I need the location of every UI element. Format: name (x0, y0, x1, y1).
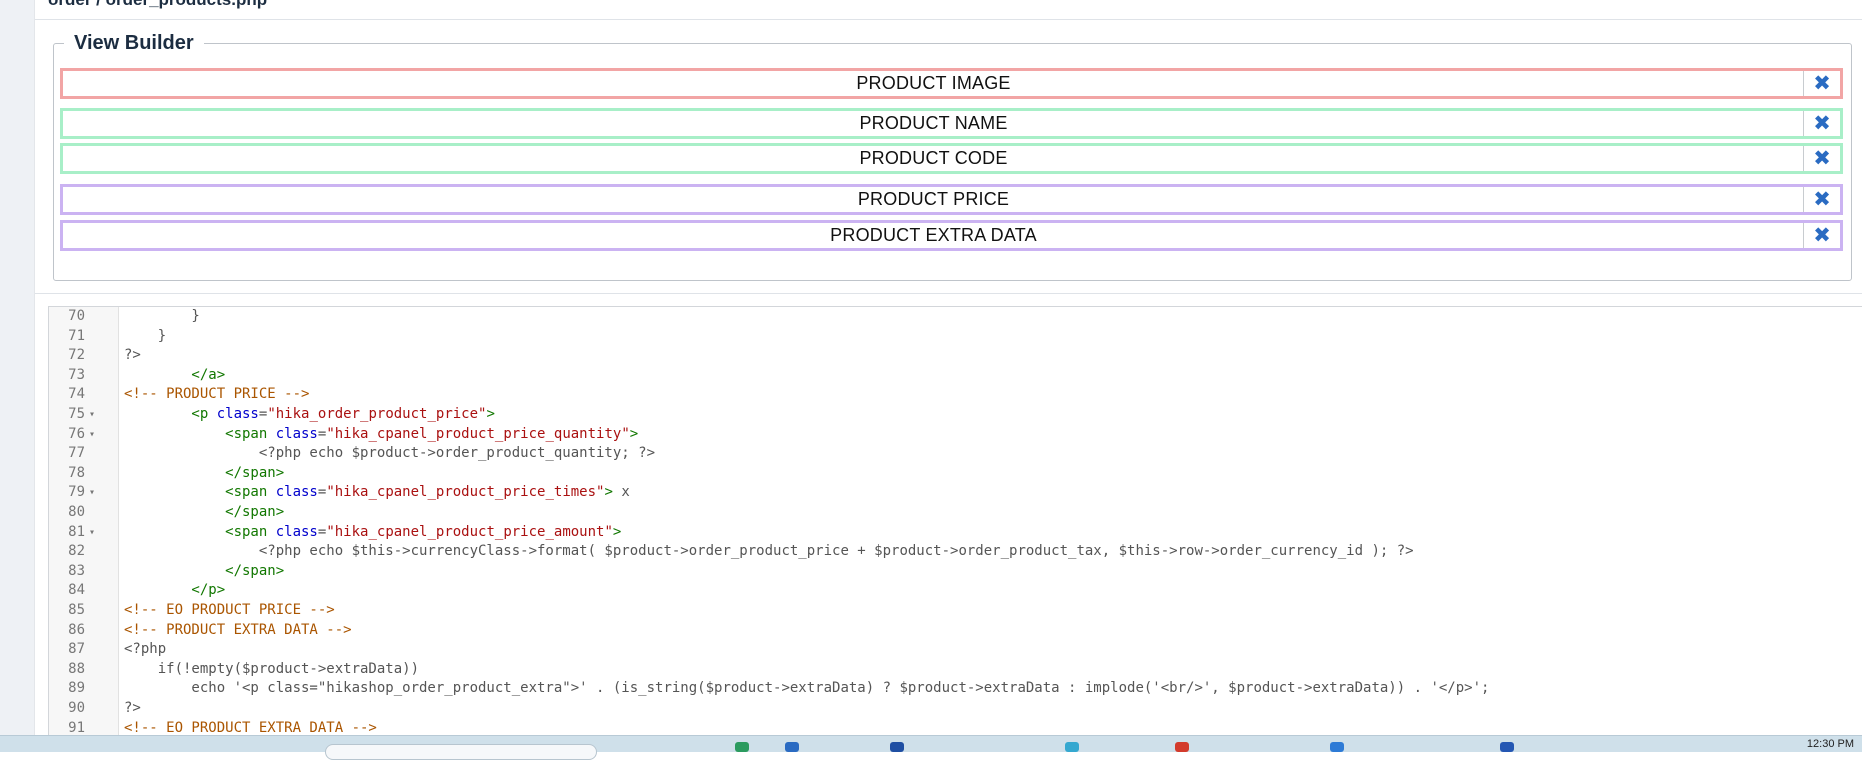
main-panel: order / order_products.php View Builder … (35, 0, 1862, 738)
remove-row-close-icon[interactable]: ✖ (1803, 146, 1840, 171)
view-builder-row-product-extra-data[interactable]: PRODUCT EXTRA DATA ✖ (60, 220, 1843, 251)
line-number: 89 (68, 680, 85, 697)
code-text: <!-- EO PRODUCT PRICE --> (124, 602, 335, 618)
app-icon[interactable] (1065, 742, 1079, 752)
code-text: <span class="hika_cpanel_product_price_t… (124, 484, 630, 501)
remove-row-close-icon[interactable]: ✖ (1803, 71, 1840, 96)
code-text: } (124, 308, 200, 324)
app-icon[interactable] (1330, 742, 1344, 752)
view-builder-row-product-name[interactable]: PRODUCT NAME ✖ (60, 108, 1843, 139)
line-number: 90 (68, 700, 85, 716)
line-number: 91 (68, 719, 85, 736)
line-number: 86 (68, 621, 85, 638)
code-text: <!-- EO PRODUCT EXTRA DATA --> (124, 719, 377, 736)
line-number: 71 (68, 327, 85, 344)
left-sidebar-strip (0, 0, 35, 752)
line-number: 76 (68, 425, 85, 442)
line-number-gutter (49, 307, 119, 737)
taskbar-search-input[interactable] (325, 744, 597, 760)
clock: 12:30 PM (1806, 738, 1854, 750)
line-number: 75 (68, 406, 85, 422)
line-number: 72 (68, 347, 85, 364)
remove-row-close-icon[interactable]: ✖ (1803, 223, 1840, 248)
code-text: <?php echo $product->order_product_quant… (124, 445, 656, 462)
code-text: ?> (124, 700, 141, 716)
taskbar: 12:30 PM (0, 735, 1862, 760)
remove-row-close-icon[interactable]: ✖ (1803, 187, 1840, 212)
code-text: </span> (124, 562, 285, 579)
code-editor[interactable]: 70 } 71 } 72 ?> 73 </a> 74 <!-- PRODUCT PRICE … (48, 306, 1862, 738)
fold-toggle-icon[interactable]: ▾ (89, 487, 96, 499)
line-number: 85 (68, 602, 85, 618)
line-number: 82 (68, 543, 85, 560)
code-text: ?> (124, 347, 141, 364)
fold-toggle-icon[interactable]: ▾ (89, 526, 96, 538)
row-label: PRODUCT NAME (859, 113, 1008, 133)
breadcrumb: order / order_products.php (48, 0, 267, 10)
code-text: </span> (124, 504, 285, 520)
view-builder-fieldset: View Builder PRODUCT IMAGE ✖ PRODUCT NAM… (53, 30, 1852, 281)
row-label: PRODUCT PRICE (857, 189, 1010, 209)
row-label: PRODUCT EXTRA DATA (830, 225, 1037, 245)
row-label: PRODUCT CODE (859, 148, 1008, 168)
code-text: <span class="hika_cpanel_product_price_q… (124, 425, 639, 442)
divider (35, 19, 1862, 20)
divider (35, 293, 1862, 294)
code-text: if(!empty($product->extraData)) (124, 660, 420, 677)
line-number: 84 (68, 582, 85, 599)
code-text: <!-- PRODUCT EXTRA DATA --> (124, 621, 352, 638)
code-text: <?php (124, 641, 167, 658)
row-label: PRODUCT IMAGE (856, 73, 1011, 93)
line-number: 74 (68, 386, 85, 403)
line-number: 79 (68, 484, 85, 501)
view-builder-row-product-code[interactable]: PRODUCT CODE ✖ (60, 143, 1843, 174)
code-text: <p class="hika_order_product_price"> (124, 406, 495, 422)
code-text: </span> (124, 464, 285, 481)
line-number: 70 (68, 308, 85, 324)
code-text: <span class="hika_cpanel_product_price_a… (124, 523, 622, 540)
app-icon[interactable] (785, 742, 799, 752)
line-number: 87 (68, 641, 85, 658)
code-text: } (124, 327, 167, 344)
app-icon[interactable] (890, 742, 904, 752)
view-builder-row-product-price[interactable]: PRODUCT PRICE ✖ (60, 184, 1843, 215)
fold-toggle-icon[interactable]: ▾ (89, 428, 96, 440)
line-number: 83 (68, 562, 85, 579)
fold-toggle-icon[interactable]: ▾ (89, 409, 96, 420)
view-builder-legend: View Builder (64, 30, 204, 56)
code-text: echo '<p class="hikashop_order_product_e… (124, 680, 1490, 697)
code-text: </a> (124, 366, 226, 383)
code-text: <?php echo $this->currencyClass->format(… (124, 543, 1414, 560)
code-text: </p> (124, 582, 226, 599)
line-number: 81 (68, 523, 85, 540)
code-text: <!-- PRODUCT PRICE --> (124, 386, 310, 403)
app-icon[interactable] (735, 742, 749, 752)
line-number: 78 (68, 464, 85, 481)
line-number: 80 (68, 504, 85, 520)
line-number: 73 (68, 366, 85, 383)
line-number: 77 (68, 445, 85, 462)
line-number: 88 (68, 660, 85, 677)
remove-row-close-icon[interactable]: ✖ (1803, 111, 1840, 136)
app-icon[interactable] (1500, 742, 1514, 752)
app-icon[interactable] (1175, 742, 1189, 752)
view-builder-row-product-image[interactable]: PRODUCT IMAGE ✖ (60, 68, 1843, 99)
